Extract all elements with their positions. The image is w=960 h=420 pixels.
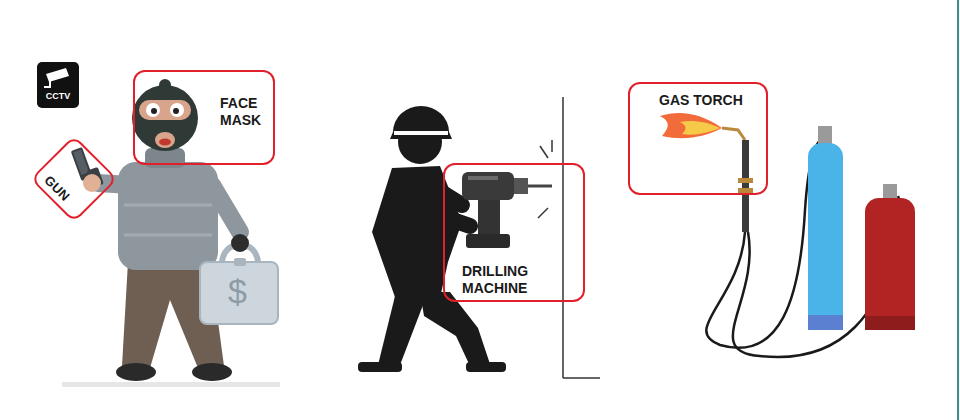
camera-icon: [46, 68, 69, 82]
callout-box: GAS TORCH: [628, 82, 768, 195]
driller-figure: [410, 205, 470, 226]
thief-figure: [124, 234, 212, 237]
driller-figure: [394, 131, 448, 135]
thief-figure: [139, 100, 191, 120]
driller-figure: [563, 377, 600, 379]
thief-figure: [146, 103, 160, 117]
thief-figure: [118, 162, 218, 270]
thief-figure: [62, 79, 280, 387]
driller-figure: [378, 292, 428, 365]
drill-icon: [528, 185, 552, 188]
gas-torch-set: [660, 113, 915, 357]
camera-icon: [44, 81, 50, 87]
gas-torch-set: [742, 140, 749, 232]
currency-sign: $: [228, 274, 247, 308]
gas-torch-set: [738, 188, 753, 193]
thief-figure: [192, 363, 232, 381]
thief-figure: [132, 85, 198, 151]
thief-figure: [170, 103, 184, 117]
drill-icon: [514, 178, 528, 194]
badge-label: CCTV: [37, 91, 79, 102]
drill-icon: [462, 140, 552, 248]
driller-figure: [358, 362, 402, 372]
edge-rule: [957, 0, 959, 420]
gas-torch-set: [738, 178, 753, 183]
driller-figure: [420, 292, 490, 366]
driller-figure: [390, 106, 452, 139]
callout-box: DRILLING MACHINE: [443, 163, 585, 302]
callout-label: DRILLING MACHINE: [462, 263, 528, 297]
drill-icon: [538, 208, 548, 218]
thief-figure: [116, 363, 156, 381]
thief-figure: [62, 382, 280, 387]
gas-torch-set: [865, 316, 915, 330]
drill-icon: [462, 172, 514, 200]
drill-icon: [466, 234, 510, 248]
thief-figure: [231, 234, 249, 252]
callout-label: GAS TORCH: [659, 92, 743, 109]
driller-figure: [562, 97, 564, 378]
gas-torch-set: [660, 113, 722, 138]
thief-figure: [173, 108, 179, 114]
drill-icon: [540, 146, 548, 158]
camera-icon: [37, 62, 79, 92]
callout-box: FACE MASK: [133, 70, 275, 165]
thief-figure: [83, 174, 101, 192]
driller-figure: [466, 362, 506, 372]
gas-torch-set: [808, 315, 843, 330]
gas-torch-set: [706, 138, 824, 348]
thief-figure: [159, 139, 171, 146]
drill-icon: [478, 198, 500, 236]
gas-torch-set: [808, 143, 843, 330]
thief-figure: [200, 262, 278, 324]
thief-figure: [155, 132, 175, 148]
gas-torch-set: [680, 121, 720, 135]
gas-torch-set: [722, 128, 745, 140]
driller-figure: [358, 97, 600, 378]
gas-torch-set: [865, 198, 915, 330]
driller-figure: [372, 166, 462, 300]
gun-icon: [73, 150, 89, 175]
callout-label: GUN: [41, 173, 72, 204]
thief-figure: [124, 204, 212, 207]
thief-figure: [234, 258, 246, 266]
drill-icon: [551, 140, 553, 152]
thief-figure: [151, 108, 157, 114]
cctv-badge: CCTV: [37, 62, 79, 108]
callout-box: GUN: [30, 135, 118, 223]
callout-label: FACE MASK: [220, 95, 261, 129]
drill-icon: [468, 176, 498, 180]
